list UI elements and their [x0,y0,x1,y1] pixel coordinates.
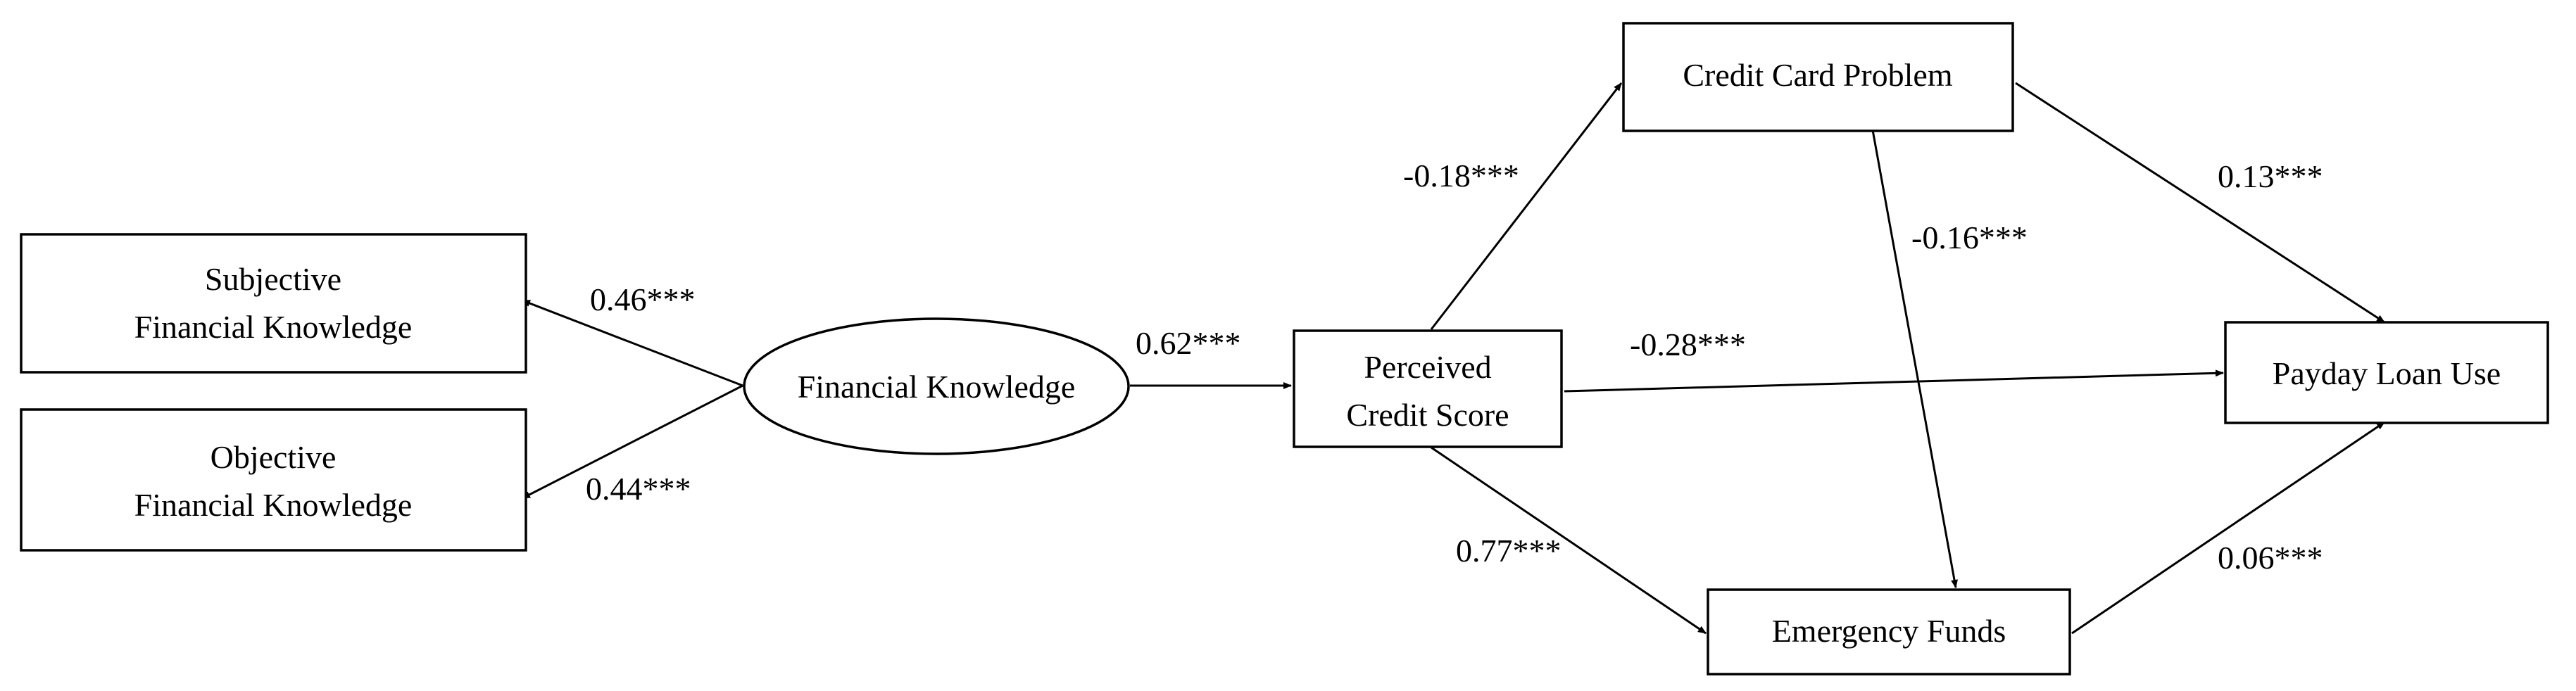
node-objective-financial-knowledge: Objective Financial Knowledge [20,408,527,552]
node-payday-loan-use: Payday Loan Use [2224,321,2549,424]
coef-fk-to-objective: 0.44*** [586,471,691,507]
payday-loan-use-label: Payday Loan Use [2273,355,2501,391]
coef-pcs-to-ef: 0.77*** [1456,533,1562,569]
edge-fk-to-objective [522,384,743,500]
edge-pcs-to-plu [1564,369,2224,393]
perceived-credit-score-line-1: Perceived [1364,349,1491,385]
node-financial-knowledge: Financial Knowledge [743,317,1130,455]
edge-fk-to-subjective [522,299,743,387]
node-perceived-credit-score: Perceived Credit Score [1293,329,1563,448]
coef-ccp-to-plu: 0.13*** [2218,158,2323,194]
objective-line-1: Objective [211,439,337,475]
edge-ef-to-plu [2071,421,2385,635]
edge-ccp-to-ef [1871,129,1958,588]
edge-pcs-to-ccp [1430,82,1623,330]
node-credit-card-problem: Credit Card Problem [1622,22,2014,132]
coef-fk-to-pcs: 0.62*** [1136,325,1241,361]
objective-line-2: Financial Knowledge [134,487,413,523]
node-subjective-financial-knowledge: Subjective Financial Knowledge [20,233,527,374]
coef-ccp-to-ef: -0.16*** [1911,220,2028,255]
emergency-funds-label: Emergency Funds [1772,613,2006,649]
coef-pcs-to-plu: -0.28*** [1630,327,1746,362]
perceived-credit-score-line-2: Credit Score [1346,397,1509,433]
edge-ccp-to-plu [2015,82,2385,324]
coef-ef-to-plu: 0.06*** [2218,540,2323,576]
subjective-line-2: Financial Knowledge [134,309,413,345]
credit-card-problem-label: Credit Card Problem [1683,57,1952,93]
coef-fk-to-subjective: 0.46*** [590,281,696,317]
financial-knowledge-label: Financial Knowledge [798,369,1076,405]
edge-pcs-to-ef [1431,446,1707,635]
coef-pcs-to-ccp: -0.18*** [1403,158,1519,194]
subjective-line-1: Subjective [205,261,341,297]
node-emergency-funds: Emergency Funds [1707,588,2071,676]
